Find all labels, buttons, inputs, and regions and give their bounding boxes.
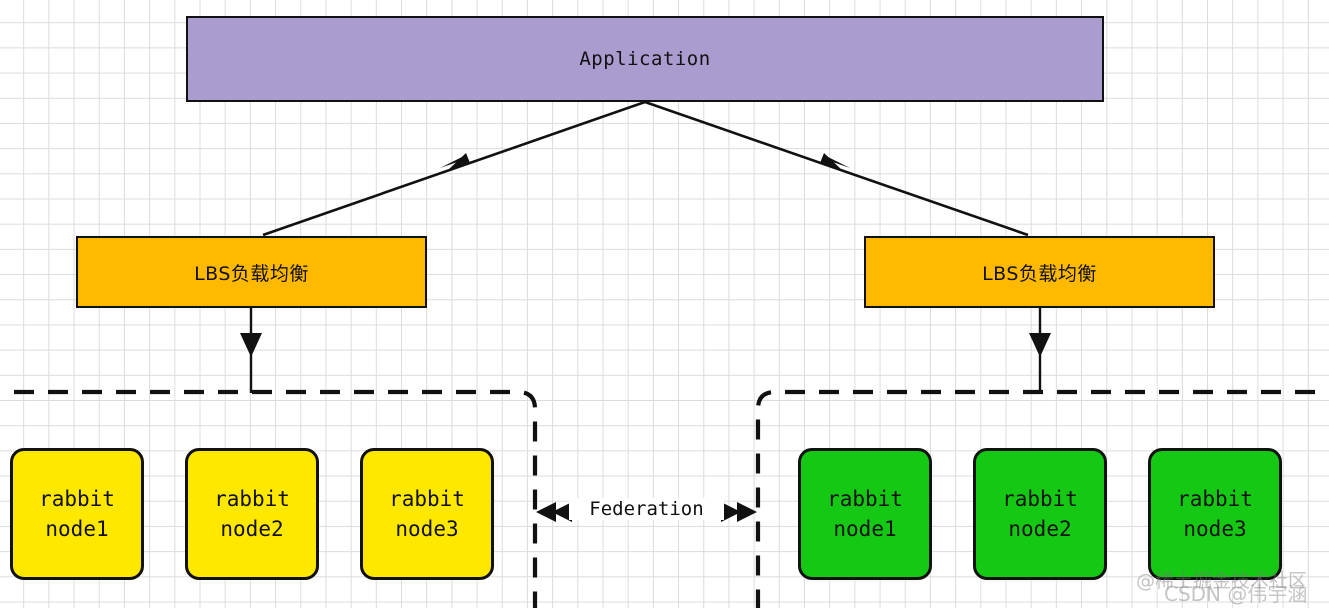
arrow-lbs-right-to-cluster-right xyxy=(1029,308,1051,393)
node-label-line1: rabbit xyxy=(827,486,903,511)
rabbit-node-right-2: rabbit node2 xyxy=(973,448,1107,580)
federation-label: Federation xyxy=(569,498,724,520)
arrow-application-to-lbs-right xyxy=(644,100,1029,237)
rabbit-node-right-1: rabbit node1 xyxy=(798,448,932,580)
node-label-line1: rabbit xyxy=(389,486,465,511)
lbs-left-label: LBS负载均衡 xyxy=(194,262,309,285)
application-label: Application xyxy=(579,48,711,70)
node-label-line1: rabbit xyxy=(39,486,115,511)
arrow-application-to-lbs-left xyxy=(262,100,646,237)
node-label-line2: node1 xyxy=(833,517,897,541)
lbs-box-left: LBS负载均衡 xyxy=(76,236,427,308)
node-label-line2: node1 xyxy=(45,517,109,541)
node-label-line2: node2 xyxy=(1008,517,1072,541)
node-label-line1: rabbit xyxy=(1177,486,1253,511)
node-label-line2: node2 xyxy=(220,517,284,541)
lbs-box-right: LBS负载均衡 xyxy=(864,236,1215,308)
arrow-lbs-left-to-cluster-left xyxy=(240,308,262,393)
watermark-csdn: CSDN @伟宇涵 xyxy=(1164,582,1308,606)
rabbit-node-left-3: rabbit node3 xyxy=(360,448,494,580)
application-box: Application xyxy=(186,16,1104,102)
rabbit-node-left-1: rabbit node1 xyxy=(10,448,144,580)
node-label-line1: rabbit xyxy=(214,486,290,511)
node-label-line1: rabbit xyxy=(1002,486,1078,511)
rabbit-node-left-2: rabbit node2 xyxy=(185,448,319,580)
node-label-line2: node3 xyxy=(1183,517,1247,541)
lbs-right-label: LBS负载均衡 xyxy=(982,262,1097,285)
rabbit-node-right-3: rabbit node3 xyxy=(1148,448,1282,580)
node-label-line2: node3 xyxy=(395,517,459,541)
